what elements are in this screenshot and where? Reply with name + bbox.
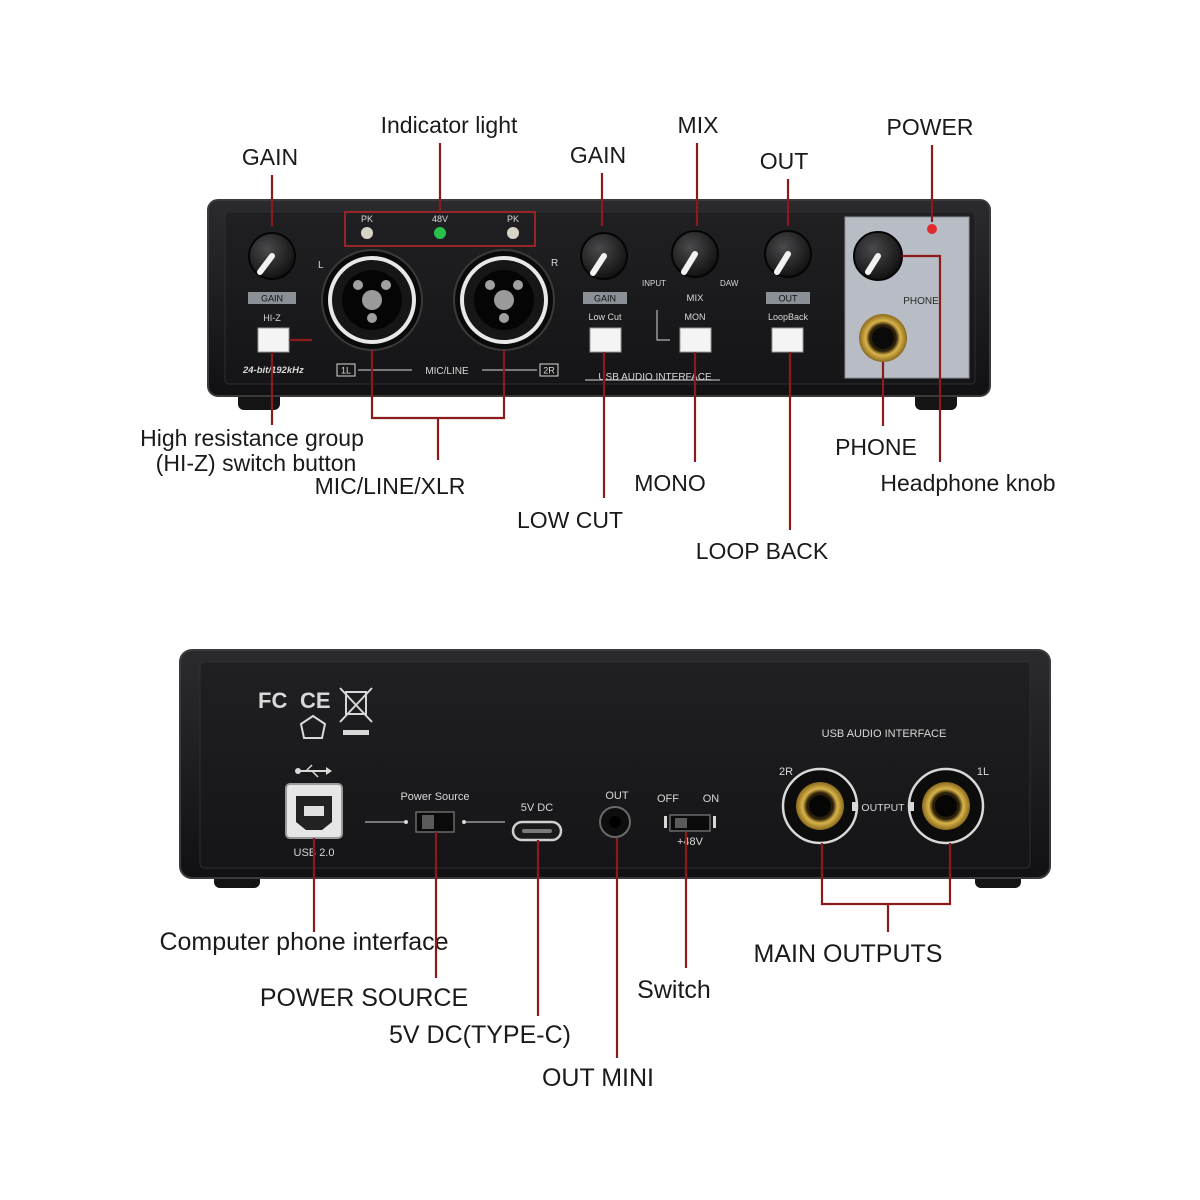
ch2-tag-text: 2R: [543, 366, 555, 376]
callout-main-outputs: MAIN OUTPUTS: [754, 940, 943, 968]
ch1-tag-text: 1L: [341, 366, 351, 376]
hiz-label: HI-Z: [263, 313, 281, 323]
label-l: L: [318, 260, 324, 271]
led-label-pk-right: PK: [507, 214, 519, 224]
led-48v: [434, 227, 446, 239]
usb-symbol-icon: [295, 764, 332, 778]
main-output-2r-jack[interactable]: [781, 767, 859, 845]
mic-line-text: MIC/LINE: [425, 366, 469, 377]
callout-out-mini: OUT MINI: [542, 1064, 654, 1092]
power-source-dot-right: [462, 820, 466, 824]
mon-button[interactable]: [679, 327, 712, 353]
callout-gain-right: GAIN: [570, 142, 626, 168]
phone-panel-label: PHONE: [903, 296, 939, 307]
combo-jack-1[interactable]: [321, 249, 423, 351]
combo-jack-2[interactable]: [453, 249, 555, 351]
gain-right-knob[interactable]: [580, 232, 628, 280]
ch2r-label: 2R: [779, 766, 793, 778]
power-source-dot-left: [404, 820, 408, 824]
led-label-pk-left: PK: [361, 214, 373, 224]
main-output-1l-jack[interactable]: [907, 767, 985, 845]
callout-phone: PHONE: [835, 434, 917, 460]
led-pk-left: [361, 227, 373, 239]
weee-icon: [339, 687, 373, 735]
ch2-tag: [539, 363, 559, 377]
gain-left-knob[interactable]: [248, 232, 296, 280]
callout-low-cut: LOW CUT: [517, 507, 623, 533]
front-callouts: GAIN Indicator light GAIN MIX OUT POWER …: [140, 112, 1055, 564]
hiz-switch-button[interactable]: [257, 327, 290, 353]
power-source-panel-label: Power Source: [400, 791, 469, 803]
callout-out: OUT: [760, 148, 809, 174]
ch1l-label: 1L: [977, 766, 989, 778]
front-panel: PK 48V PK L GAIN HI-Z 24-bit/192kHz: [207, 199, 991, 410]
callout-gain-left: GAIN: [242, 144, 298, 170]
back-callouts: Computer phone interface POWER SOURCE 5V…: [159, 832, 952, 1092]
callout-indicator-light: Indicator light: [381, 112, 518, 138]
callout-hiz-line2: (HI-Z) switch button: [156, 450, 357, 476]
gain-right-tag: [583, 292, 627, 304]
callout-5v-dc-type-c: 5V DC(TYPE-C): [389, 1021, 571, 1049]
v48-label: +48V: [677, 836, 704, 848]
callout-loop-back: LOOP BACK: [696, 538, 829, 564]
type-c-port[interactable]: [511, 820, 563, 842]
led-pk-right: [507, 227, 519, 239]
output-marker-left: [852, 802, 857, 811]
switch-tick-left: [664, 816, 667, 828]
led-label-48v: 48V: [432, 214, 448, 224]
out-tag-text: OUT: [779, 294, 799, 304]
gain-left-tag: [248, 292, 296, 304]
mon-label: MON: [685, 312, 706, 322]
out-knob[interactable]: [764, 230, 812, 278]
callout-power-source: POWER SOURCE: [260, 984, 468, 1012]
label-r: R: [551, 258, 558, 269]
mix-label: MIX: [687, 293, 705, 304]
back-usb-audio-interface: USB AUDIO INTERFACE: [822, 728, 947, 740]
mix-knob[interactable]: [671, 230, 719, 278]
switch-tick-right: [713, 816, 716, 828]
gain-right-tag-text: GAIN: [594, 294, 616, 304]
callout-hiz-line1: High resistance group: [140, 425, 364, 451]
usb-b-port[interactable]: [285, 783, 343, 839]
phone-jack[interactable]: [859, 314, 907, 362]
low-cut-button[interactable]: [589, 327, 622, 353]
power-led: [927, 224, 937, 234]
rcm-icon: [299, 714, 327, 739]
out-mini-jack[interactable]: [599, 806, 631, 838]
loopback-label: LoopBack: [768, 312, 809, 322]
callout-switch: Switch: [637, 976, 711, 1004]
ce-mark: CE: [300, 688, 331, 713]
callout-power: POWER: [887, 114, 974, 140]
callout-headphone-knob: Headphone knob: [880, 470, 1055, 496]
output-label: OUTPUT: [861, 802, 905, 814]
power-source-switch[interactable]: [415, 811, 455, 833]
loopback-button[interactable]: [771, 327, 804, 353]
dc5v-panel-label: 5V DC: [521, 802, 553, 814]
ch1-tag: [336, 363, 356, 377]
off-label: OFF: [657, 793, 679, 805]
output-marker-right: [909, 802, 914, 811]
daw-label: DAW: [720, 279, 739, 288]
callout-mix: MIX: [678, 112, 719, 138]
mon-bracket: [656, 310, 670, 341]
gain-left-tag-text: GAIN: [261, 294, 283, 304]
phantom-power-switch[interactable]: [669, 814, 711, 832]
out-tag: [766, 292, 810, 304]
low-cut-label: Low Cut: [588, 312, 622, 322]
input-label: INPUT: [642, 279, 666, 288]
out-mini-panel-label: OUT: [605, 790, 629, 802]
callout-mono: MONO: [634, 470, 706, 496]
callout-computer-phone-interface: Computer phone interface: [159, 928, 448, 956]
on-label: ON: [703, 793, 720, 805]
back-panel: FC CE USB 2.0 Power Source: [179, 649, 1051, 888]
headphone-knob[interactable]: [853, 231, 903, 281]
front-usb-audio-interface: USB AUDIO INTERFACE: [598, 372, 712, 383]
fc-mark: FC: [258, 688, 287, 713]
callout-mic-line-xlr: MIC/LINE/XLR: [315, 473, 466, 499]
